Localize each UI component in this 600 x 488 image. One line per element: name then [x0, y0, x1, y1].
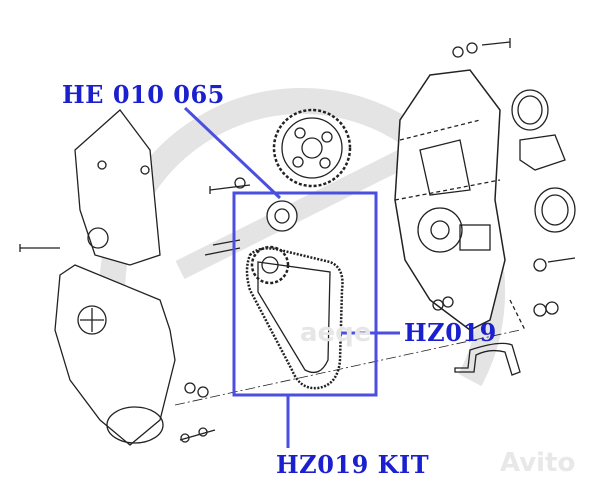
- tensioner-part-label: HE 010 065: [62, 80, 225, 109]
- belt-part-label: HZ019: [404, 318, 497, 347]
- kit-outline-box: [232, 191, 378, 397]
- upper-timing-cover: [74, 109, 161, 266]
- lower-timing-cover: [54, 264, 176, 446]
- camshaft-pulley: [272, 108, 352, 188]
- tensioner-leader-line: [183, 106, 282, 200]
- avito-watermark: Avito: [500, 448, 576, 478]
- bracket: [454, 342, 521, 376]
- timing-belt: [245, 247, 344, 390]
- kit-part-label: HZ019 KIT: [276, 450, 430, 479]
- center-watermark: aeqe: [300, 318, 372, 348]
- rear-engine-cover: [394, 69, 506, 331]
- tensioner-pulley: [266, 200, 298, 232]
